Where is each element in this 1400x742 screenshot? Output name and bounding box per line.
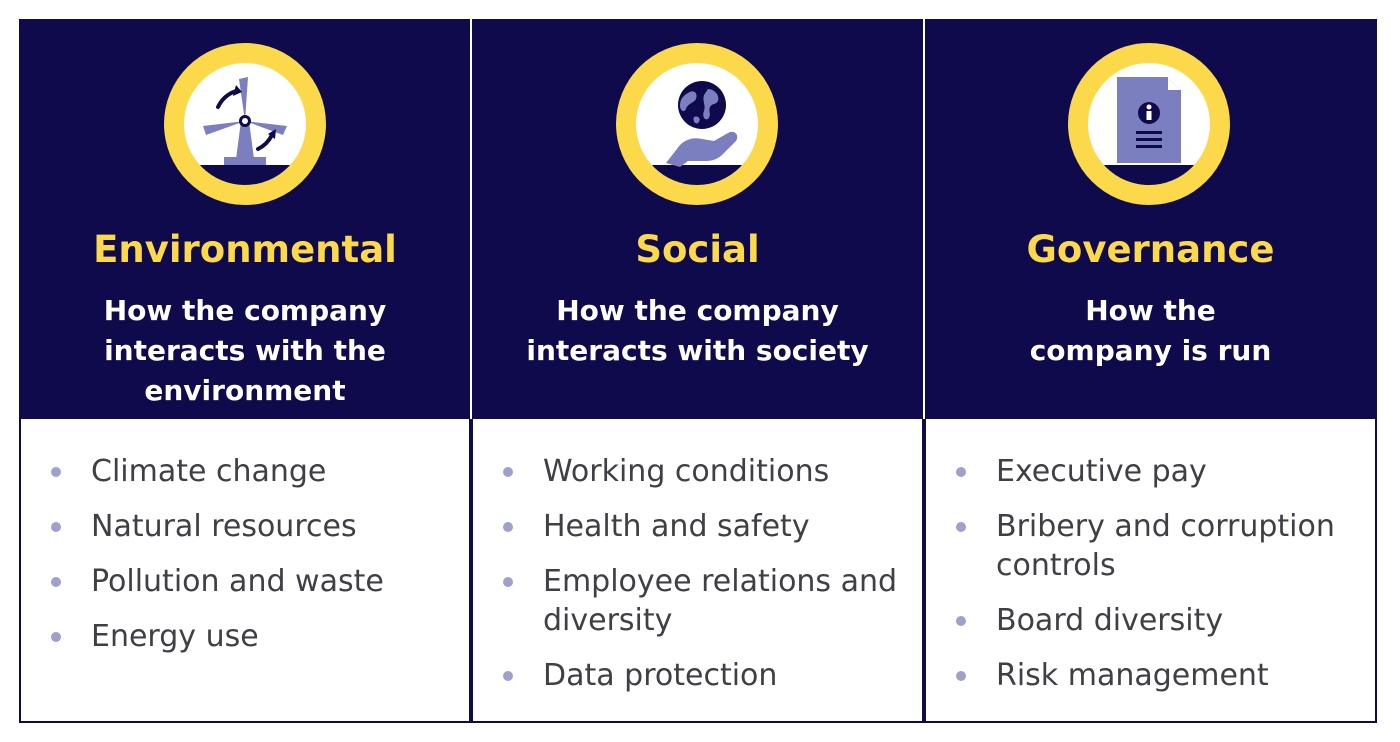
environmental-list-panel: Climate change Natural resources Polluti… bbox=[19, 419, 471, 723]
wind-turbine-icon bbox=[184, 77, 306, 185]
bullet-dot bbox=[51, 577, 61, 587]
social-header: Social How the company interacts with so… bbox=[471, 19, 924, 419]
list-item: Bribery and corruption controls bbox=[926, 507, 1375, 585]
social-list: Working conditions Health and safety Emp… bbox=[473, 452, 922, 711]
body-divider bbox=[470, 419, 472, 723]
bullet-dot bbox=[503, 467, 513, 477]
environmental-list: Climate change Natural resources Polluti… bbox=[21, 452, 469, 672]
body-divider bbox=[923, 419, 925, 723]
governance-header: Governance How the company is run bbox=[924, 19, 1377, 419]
environmental-header: Environmental How the company interacts … bbox=[19, 19, 471, 419]
social-badge bbox=[616, 43, 778, 205]
bullet-dot bbox=[956, 616, 966, 626]
header-divider bbox=[923, 19, 925, 419]
bullet-dot bbox=[503, 577, 513, 587]
social-column: Social How the company interacts with so… bbox=[471, 19, 924, 723]
environmental-title: Environmental bbox=[93, 228, 397, 271]
environmental-badge bbox=[164, 43, 326, 205]
social-title: Social bbox=[635, 228, 760, 271]
governance-title: Governance bbox=[1026, 228, 1275, 271]
bullet-dot bbox=[51, 467, 61, 477]
list-item: Data protection bbox=[473, 656, 922, 695]
bullet-dot bbox=[956, 467, 966, 477]
globe-in-hand-icon bbox=[636, 81, 758, 185]
list-item: Natural resources bbox=[21, 507, 469, 546]
governance-list: Executive pay Bribery and corruption con… bbox=[926, 452, 1375, 711]
social-list-panel: Working conditions Health and safety Emp… bbox=[471, 419, 924, 723]
environmental-description: How the company interacts with the envir… bbox=[103, 294, 387, 407]
bullet-dot bbox=[503, 671, 513, 681]
list-item: Energy use bbox=[21, 617, 469, 656]
governance-column: Governance How the company is run Execut… bbox=[924, 19, 1377, 723]
governance-description: How the company is run bbox=[1029, 294, 1272, 367]
bullet-dot bbox=[503, 522, 513, 532]
header-divider bbox=[470, 19, 472, 419]
list-item: Health and safety bbox=[473, 507, 922, 546]
esg-diagram: Environmental How the company interacts … bbox=[19, 19, 1377, 723]
environmental-column: Environmental How the company interacts … bbox=[19, 19, 471, 723]
bullet-dot bbox=[51, 632, 61, 642]
list-item: Working conditions bbox=[473, 452, 922, 491]
list-item: Pollution and waste bbox=[21, 562, 469, 601]
list-item: Employee relations and diversity bbox=[473, 562, 922, 640]
list-item: Executive pay bbox=[926, 452, 1375, 491]
governance-badge bbox=[1068, 43, 1230, 205]
bullet-dot bbox=[956, 671, 966, 681]
social-description: How the company interacts with society bbox=[526, 294, 869, 367]
info-document-icon bbox=[1088, 77, 1210, 185]
list-item: Board diversity bbox=[926, 601, 1375, 640]
governance-list-panel: Executive pay Bribery and corruption con… bbox=[924, 419, 1377, 723]
list-item: Risk management bbox=[926, 656, 1375, 695]
list-item: Climate change bbox=[21, 452, 469, 491]
bullet-dot bbox=[51, 522, 61, 532]
bullet-dot bbox=[956, 522, 966, 532]
